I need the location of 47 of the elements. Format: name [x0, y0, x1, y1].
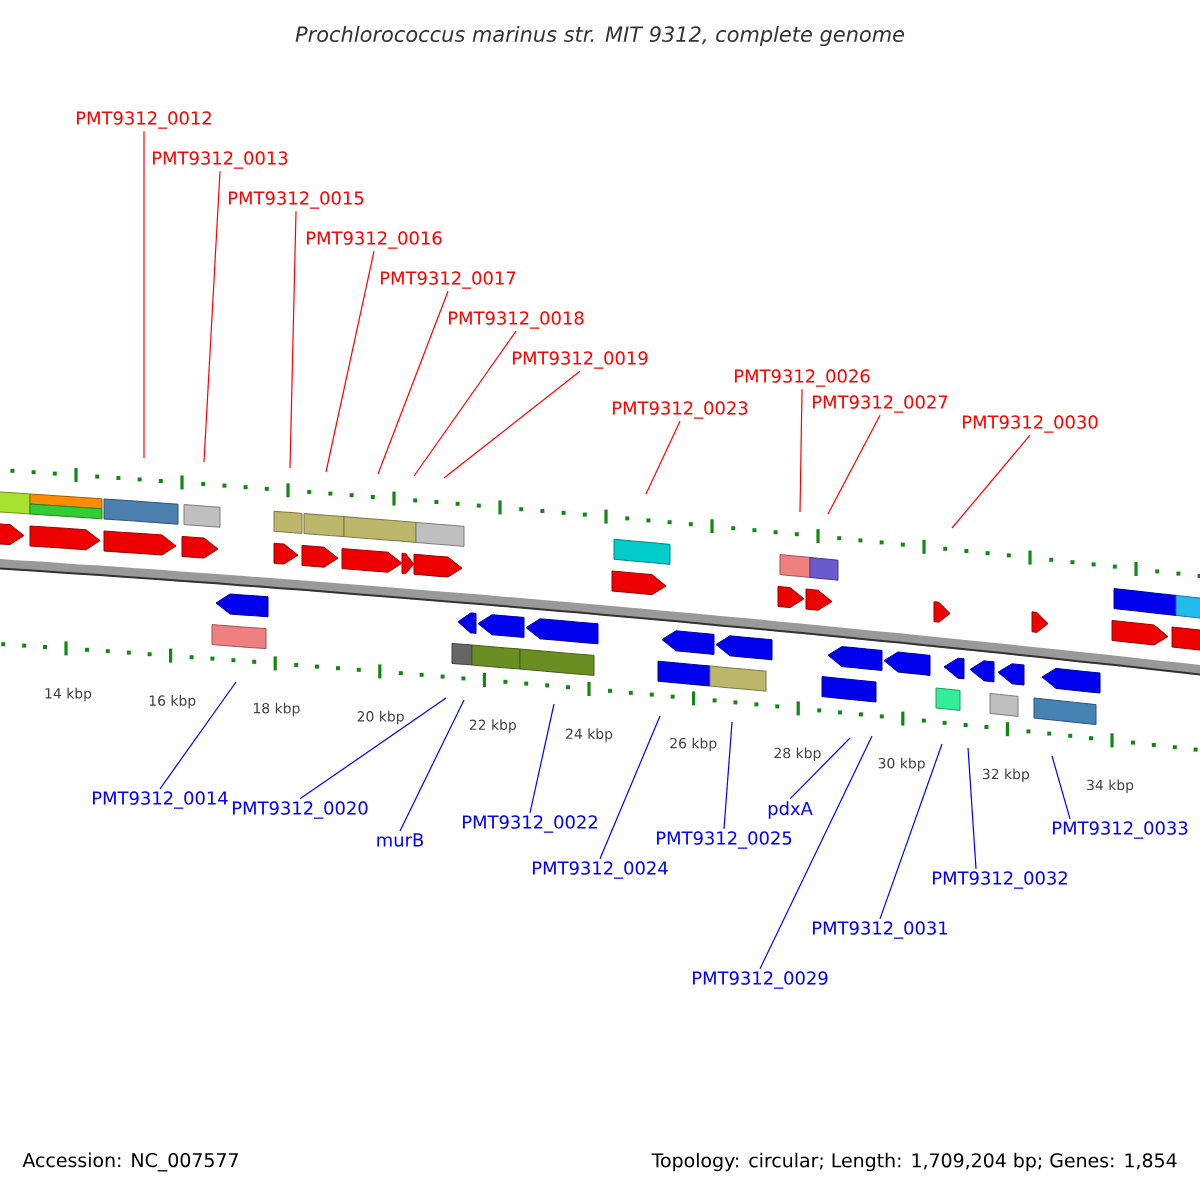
gene-label: PMT9312_0024 [533, 861, 668, 879]
gene-label: PMT9312_0029 [693, 971, 828, 989]
genome-info-text: Topology: circular; Length: 1,709,204 bp; Genes: 1,854 [651, 1152, 1177, 1172]
gene-label: PMT9312_0012 [77, 111, 211, 129]
leader-line [159, 681, 237, 790]
gene-label: PMT9312_0025 [657, 831, 792, 849]
gene-label: PMT9312_0014 [93, 791, 228, 809]
leader-line [951, 434, 1031, 529]
leader-line [879, 743, 943, 920]
gene-label: PMT9312_0016 [307, 231, 442, 249]
leader-line [759, 735, 873, 970]
leader-line [203, 170, 221, 463]
gene-label: PMT9312_0033 [1053, 821, 1188, 839]
leader-line [599, 715, 661, 860]
gene-label: PMT9312_0027 [813, 395, 948, 413]
gene-label: PMT9312_0030 [963, 415, 1098, 433]
leader-line [645, 420, 681, 495]
gene-label: PMT9312_0020 [233, 801, 368, 819]
gene-label: PMT9312_0031 [813, 921, 948, 939]
gene-label: PMT9312_0013 [153, 151, 288, 169]
gene-label: pdxA [768, 801, 813, 819]
gene-label: PMT9312_0026 [735, 369, 870, 387]
title: Prochlorococcus marinus str. MIT 9312, complete genome [295, 25, 905, 47]
leader-line [967, 747, 977, 870]
leader-line [289, 210, 297, 469]
leader-line [723, 721, 733, 830]
gene-label: PMT9312_0023 [613, 401, 748, 419]
leader-line [299, 697, 447, 800]
leader-line [143, 130, 145, 459]
gene-label: PMT9312_0019 [513, 351, 648, 369]
gene-label: PMT9312_0015 [229, 191, 364, 209]
gene-label: murB [377, 833, 423, 847]
leader-line [325, 250, 375, 473]
leader-line [799, 388, 803, 513]
gene-label: PMT9312_0017 [381, 271, 516, 289]
gene-label: PMT9312_0018 [449, 311, 584, 329]
gene-label: PMT9312_0022 [463, 815, 597, 833]
leader-line [1051, 755, 1071, 820]
gene-label: PMT9312_0032 [933, 871, 1067, 889]
leader-line [443, 370, 581, 479]
leader-line [529, 703, 555, 814]
accession-text: Accession: NC_007577 [22, 1152, 238, 1172]
leader-line [827, 414, 881, 515]
leader-line [789, 737, 851, 800]
leader-line [413, 330, 517, 477]
leader-line [377, 290, 449, 475]
leader-line [399, 699, 465, 832]
